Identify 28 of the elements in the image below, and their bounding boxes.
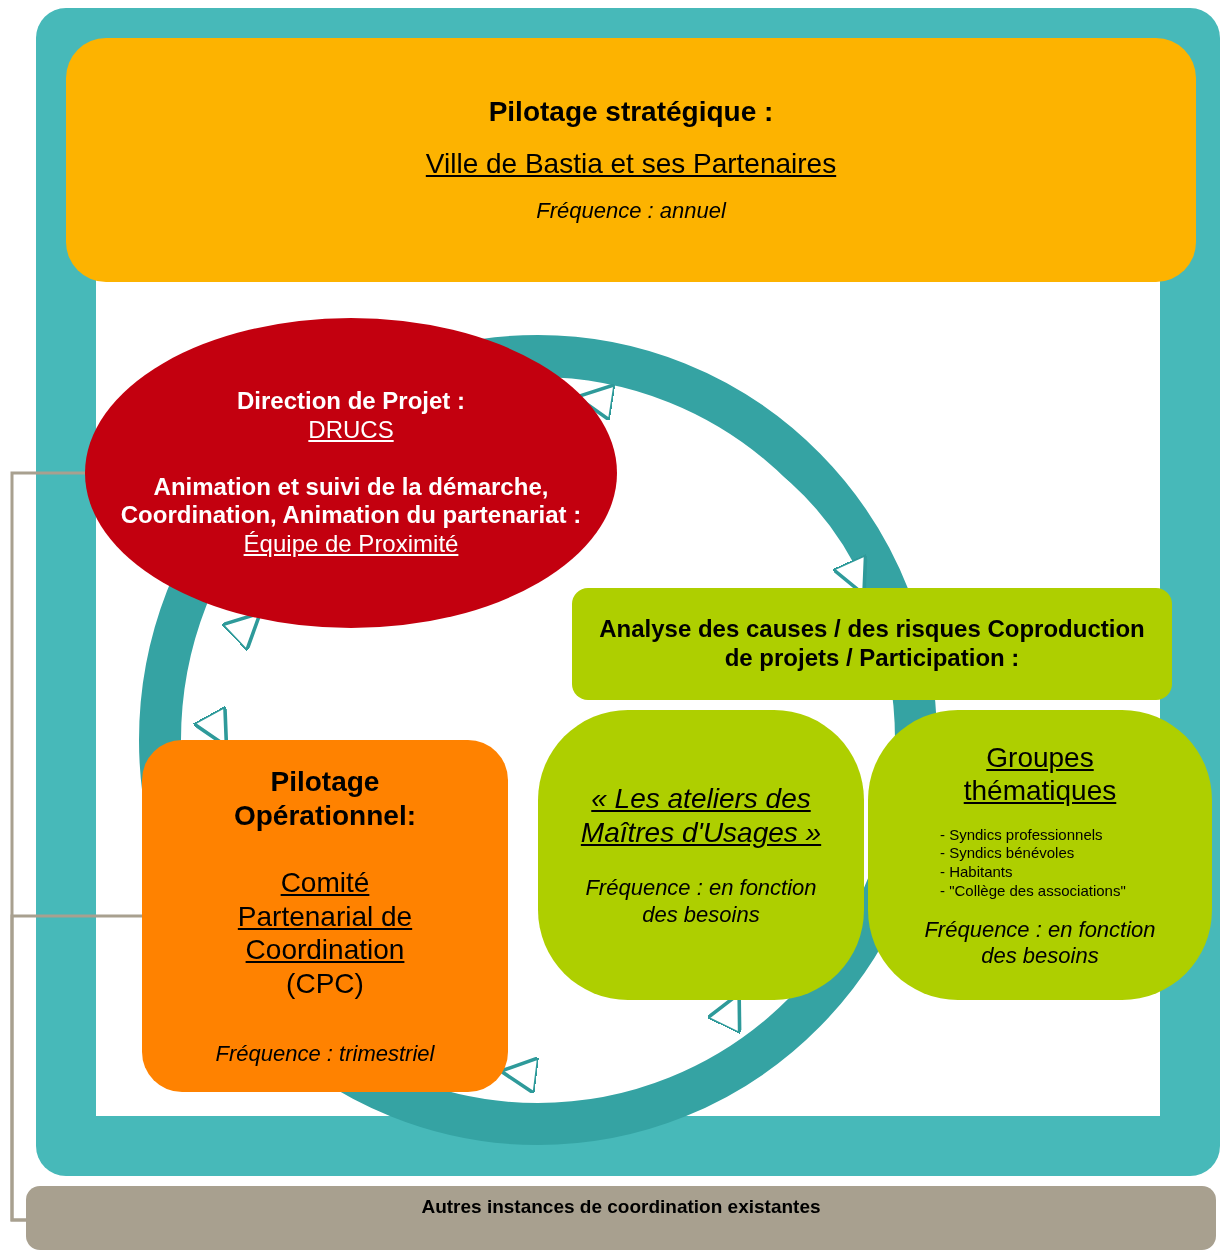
list-item-text: - Syndics bénévoles (940, 844, 1076, 864)
rounded-box (868, 710, 1212, 1000)
connector-line (10, 914, 142, 1222)
subheading-text: Ville de Bastia et ses Partenaires (425, 146, 837, 181)
subheading-text: Équipe de Proximité (243, 530, 459, 559)
heading-text: « Les ateliers des Maîtres d'Usages » (579, 782, 823, 850)
body-text: Animation et suivi de la démarche, Coordination, Animation du partenariat : (119, 472, 583, 531)
process-box (572, 588, 1172, 700)
frequency-text: Fréquence : trimestriel (215, 1040, 435, 1067)
heading-text: Groupes thématiques (962, 740, 1118, 808)
body-text: (CPC) (286, 967, 364, 1001)
footer-text: Autres instances de coordination existantes (421, 1196, 821, 1219)
list-item-text: - Syndics professionnels (940, 825, 1104, 845)
frequency-text: Fréquence : en fonction des besoins (923, 916, 1157, 970)
list-item-text: - Habitants (940, 863, 1014, 882)
footer-bar (26, 1186, 1216, 1250)
subheading-text: DRUCS (308, 415, 394, 445)
header-box (66, 38, 1196, 282)
heading-text: Pilotage Opérationnel: (233, 765, 417, 833)
subheading-text: Comité Partenarial de Coordination (236, 866, 414, 967)
process-box (142, 740, 508, 1092)
list-item-text: - "Collège des associations" (940, 881, 1127, 901)
frequency-text: Fréquence : en fonction des besoins (584, 875, 818, 928)
heading-text: Direction de Projet : (236, 387, 465, 416)
heading-text: Analyse des causes / des risques Coproduction de projets / Participation : (598, 615, 1146, 673)
frequency-text: Fréquence : annuel (536, 198, 726, 225)
rounded-box (538, 710, 864, 1000)
heading-text: Pilotage stratégique : (488, 95, 774, 129)
